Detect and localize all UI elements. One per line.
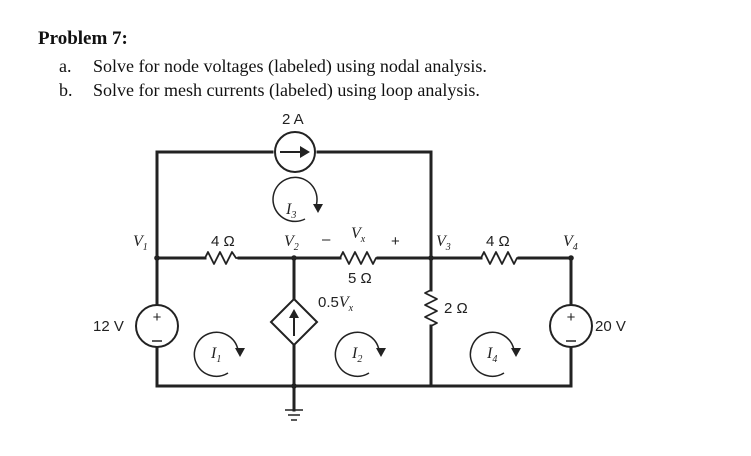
mesh-i2-arrow-icon (334, 331, 386, 378)
node-v4-label: V4 (563, 233, 578, 253)
mesh-i3-arrow-icon (272, 176, 323, 223)
resistor-vertical-label: 2 Ω (444, 300, 468, 317)
problem-item-a-marker: a. (59, 56, 72, 76)
mesh-i4-arrow-icon (469, 331, 521, 378)
dependent-current-source (269, 297, 319, 347)
vx-plus: + (391, 233, 400, 250)
mesh-i1-arrow-icon (193, 331, 245, 378)
mesh-i1-label: I1 (210, 345, 221, 365)
circuit-wires (155, 150, 573, 412)
problem-title: Problem 7: (38, 28, 128, 49)
mesh-i2-label: I2 (351, 345, 362, 365)
node-v1-label: V1 (133, 233, 148, 253)
problem-item-b: b. Solve for mesh currents (labeled) usin… (59, 78, 487, 102)
vx-minus: – (322, 231, 331, 248)
voltage-source-left-label: 12 V (93, 318, 124, 335)
node-v2-label: V2 (284, 233, 299, 253)
problem-item-a: a. Solve for node voltages (labeled) usin… (59, 54, 487, 78)
voltage-source-right-plus: + (567, 309, 576, 326)
problem-item-b-text: Solve for mesh currents (labeled) using … (93, 80, 480, 100)
voltage-source-right (549, 304, 593, 348)
vx-label: Vx (351, 225, 366, 245)
voltage-source-left (135, 304, 179, 348)
dependent-source-label: 0.5Vx (318, 294, 354, 314)
problem-item-a-text: Solve for node voltages (labeled) using … (93, 56, 487, 76)
mesh-i4-label: I4 (486, 345, 497, 365)
resistor-left-label: 4 Ω (211, 233, 235, 250)
current-source-top-label: 2 A (282, 111, 304, 128)
resistor-right-label: 4 Ω (486, 233, 510, 250)
current-source-top (274, 131, 316, 173)
problem-statement: Problem 7: a. Solve for node voltages (la… (38, 28, 487, 102)
ground-symbol (285, 409, 303, 421)
voltage-source-right-label: 20 V (595, 318, 626, 335)
junction-dots (154, 255, 574, 389)
resistor-right (480, 251, 519, 265)
resistor-middle (339, 251, 378, 265)
node-v3-label: V3 (436, 233, 451, 253)
voltage-source-left-plus: + (153, 309, 162, 326)
resistor-vertical (424, 289, 438, 327)
resistor-middle-label: 5 Ω (348, 270, 372, 287)
mesh-i3-label: I3 (285, 201, 296, 221)
problem-item-b-marker: b. (59, 80, 73, 100)
resistor-left (204, 251, 239, 265)
